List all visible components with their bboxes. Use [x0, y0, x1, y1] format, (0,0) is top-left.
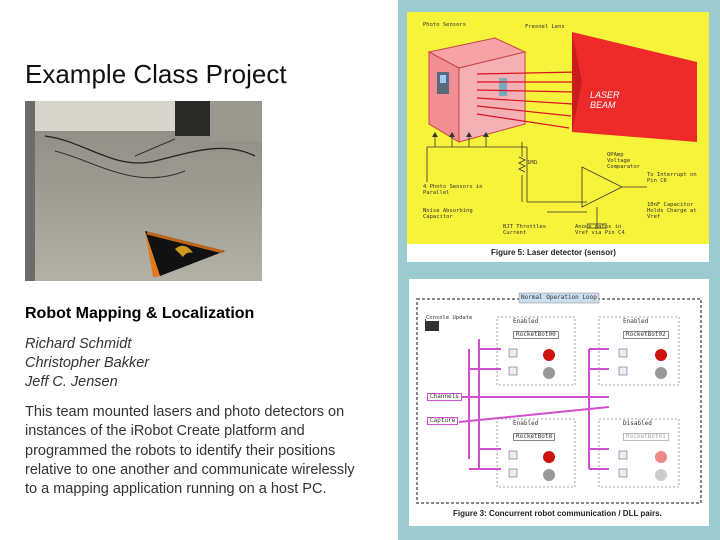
block-name-label: RocketBot02 [623, 331, 669, 339]
block-state-label: Enabled [623, 318, 649, 325]
noise-capacitor-label: Noise Absorbing Capacitor [423, 208, 473, 220]
sensors-parallel-label: 4 Photo Sensors in Parallel [423, 184, 483, 196]
resistor-label: 1MΩ [527, 160, 537, 166]
laser-detector-diagram [407, 12, 709, 244]
robot-photo [25, 101, 262, 281]
capacitor-label: 10nF Capacitor Holds Charge at Vref [647, 202, 697, 220]
figure-bottom-caption: Figure 3: Concurrent robot communication… [453, 509, 662, 518]
fresnel-lens-label: Fresnel Lens [525, 24, 565, 30]
author-name: Richard Schmidt [25, 336, 132, 352]
project-description: This team mounted lasers and photo detec… [25, 404, 355, 498]
block-name-label: RocketBot01 [623, 433, 669, 441]
opamp-label: OPAmp Voltage Comparator [607, 152, 641, 170]
author-name: Jeff C. Jensen [25, 374, 118, 390]
robot-photo-image [25, 101, 262, 281]
capture-label: Capture [427, 417, 459, 425]
block-state-label: Disabled [623, 420, 652, 427]
channels-label: Channels [427, 393, 462, 401]
anode-label: Anode gates in Vref via Pin C4 [575, 224, 625, 236]
project-subtitle: Robot Mapping & Localization [25, 305, 255, 322]
author-name: Christopher Bakker [25, 355, 150, 371]
block-name-label: RocketBot00 [513, 331, 559, 339]
console-update-label: Console Update [426, 315, 473, 321]
interrupt-label: To Interrupt on Pin C6 [647, 172, 697, 184]
block-state-label: Enabled [513, 420, 539, 427]
author-list: Richard Schmidt Christopher Bakker Jeff … [25, 335, 149, 392]
photo-sensors-label: Photo Sensors [423, 22, 467, 28]
robot-communication-figure: Normal Operation Loop Console Update Cha… [409, 279, 709, 526]
figure-top-caption: Figure 5: Laser detector (sensor) [491, 248, 616, 257]
block-state-label: Enabled [513, 318, 539, 325]
block-name-label: RocketBot8 [513, 433, 556, 441]
loop-label: Normal Operation Loop [521, 294, 597, 301]
block-diagram [416, 292, 702, 504]
laser-beam-label: LASER BEAM [590, 90, 620, 110]
laser-detector-figure: Photo Sensors Fresnel Lens LASER BEAM OP… [407, 12, 709, 262]
bjt-label: BJT Throttles Current [503, 224, 547, 236]
slide-title: Example Class Project [25, 59, 287, 89]
